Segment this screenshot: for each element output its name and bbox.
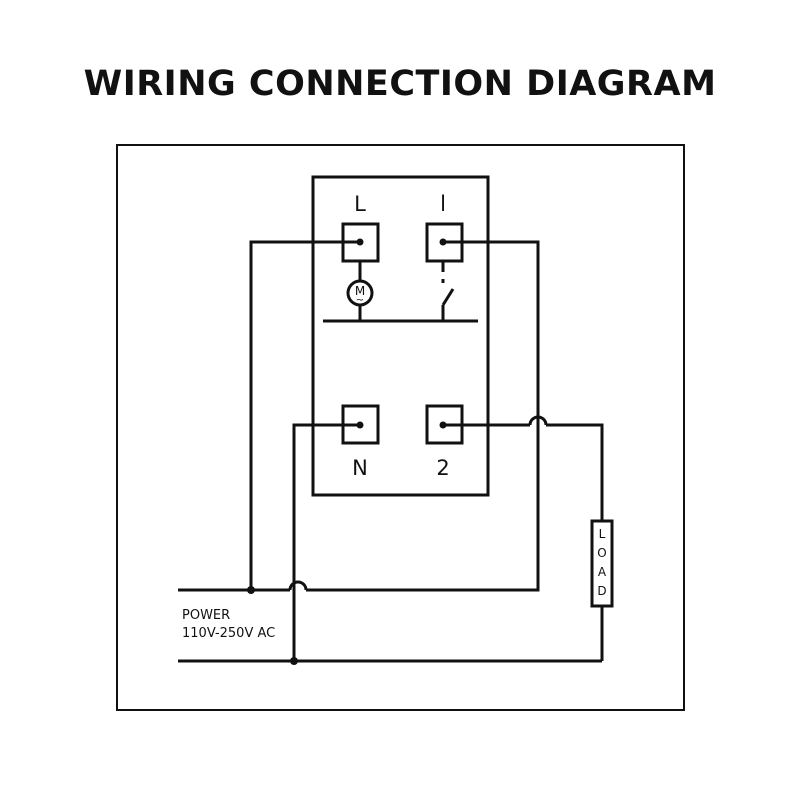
wire-crossover-jump-bottom: [288, 580, 308, 591]
diagram-title: WIRING CONNECTION DIAGRAM: [83, 64, 717, 104]
terminal-2: [425, 404, 464, 445]
load-letter: A: [598, 565, 607, 579]
junction-dot-power: [247, 586, 255, 594]
terminal-label-n: N: [352, 456, 368, 480]
wire-switch-return: [306, 240, 540, 592]
motor-icon: M ~: [346, 279, 374, 307]
load-letter: L: [599, 527, 606, 541]
wire-2-to-load-b: [546, 423, 604, 521]
outer-frame: [116, 144, 685, 711]
power-voltage-label: 110V-250V AC: [182, 626, 275, 641]
wire-n-neutral: [292, 423, 360, 661]
load-letter: D: [597, 584, 606, 598]
load-letter: O: [597, 546, 606, 560]
motor-tilde: ~: [356, 295, 364, 306]
terminal-label-1: l: [440, 192, 446, 216]
load-component: L O A D: [590, 519, 614, 608]
power-label: POWER: [182, 608, 230, 623]
terminal-label-2: 2: [436, 456, 449, 480]
wire-crossover-jump-top: [528, 415, 548, 426]
junction-dot-neutral: [290, 657, 298, 665]
device-box: [311, 175, 490, 497]
terminal-label-l: L: [354, 192, 366, 216]
motor-letter: M: [355, 284, 365, 298]
switch-contact-icon: [441, 288, 455, 306]
terminal-n: [341, 404, 380, 445]
wire-power-to-l: [249, 240, 360, 592]
